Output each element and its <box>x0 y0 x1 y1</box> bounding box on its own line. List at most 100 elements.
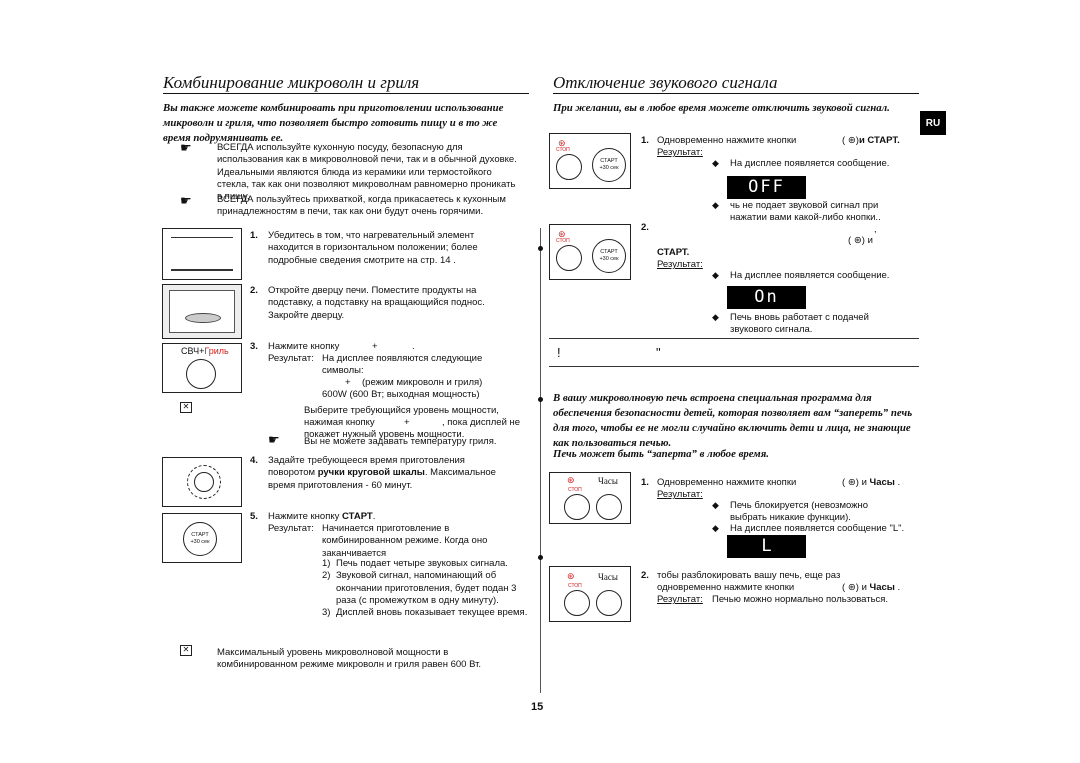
step5-press-line: Нажмите кнопку СТАРТ. <box>268 511 376 522</box>
stop-icon: ⊛ <box>847 477 856 488</box>
step-number: 1. <box>641 477 649 488</box>
stop-icon: ⊛ <box>558 229 566 239</box>
right-section-title: Отключение звукового сигнала <box>553 73 778 92</box>
result-label: Результат: <box>657 489 703 500</box>
left-intro: Вы также можете комбинировать при пригот… <box>163 102 504 144</box>
step-number: 4. <box>250 455 258 466</box>
start-button-sub: +30 сек <box>190 539 210 545</box>
clock-button[interactable] <box>596 494 622 520</box>
step5-start-label: СТАРТ <box>342 511 373 522</box>
child-lock-intro: В вашу микроволновую печь встроена специ… <box>553 392 913 449</box>
beep-s1-msg: На дисплее появляется сообщение. <box>730 158 890 169</box>
step2-text: Откройте дверцу печи. Поместите продукты… <box>268 285 485 321</box>
lock-s2-dot: . <box>897 582 901 593</box>
stop-button[interactable] <box>564 494 590 520</box>
step-number: 2. <box>641 570 649 581</box>
beep-s2-comma: , <box>874 224 877 235</box>
step4-text-c: . Максимальное время приготовления - 60 … <box>268 467 496 491</box>
divider-dot <box>538 246 543 251</box>
start-button-label: СТАРТ <box>191 531 209 538</box>
combo-button[interactable] <box>186 359 216 389</box>
sub-item: 1)Печь подает четыре звуковых сигнала. <box>322 558 508 569</box>
lock-s2-clock: Часы <box>869 582 895 593</box>
max-power-note: Максимальный уровень микроволновой мощно… <box>217 647 482 671</box>
fragment-exclaim: ! <box>557 345 561 360</box>
start-button-label: СТАРТ <box>600 248 618 255</box>
beep-s1-buttons: ( ⊛)и СТАРТ. <box>842 135 900 146</box>
tip-grill-temp: Вы не можете задавать температуру гриля. <box>304 436 497 447</box>
stop-icon: ⊛ <box>567 571 575 581</box>
result-label: Результат: <box>657 594 703 605</box>
hand-note-icon: ☛ <box>268 432 280 447</box>
stop-icon: ⊛ <box>847 135 856 146</box>
stop-button[interactable] <box>556 245 582 271</box>
step-number: 1. <box>641 135 649 146</box>
heating-element-illustration <box>162 228 242 280</box>
beep-s2-buttons: ( ⊛) и <box>848 235 873 246</box>
step3-result-label: Результат: <box>268 353 314 364</box>
sub-item-text: Звуковой сигнал, напоминающий об окончан… <box>336 570 517 607</box>
hand-note-icon: ☛ <box>180 193 192 208</box>
clock-label: Часы <box>598 476 618 486</box>
display-on: On <box>727 286 806 309</box>
stop-button[interactable] <box>556 154 582 180</box>
lock-s2-text: тобы разблокировать вашу печь, еще раз о… <box>657 570 841 594</box>
dial-illustration <box>162 457 242 507</box>
column-divider <box>540 228 541 693</box>
separator-rule <box>549 338 919 339</box>
stop-button[interactable] <box>564 590 590 616</box>
start-button-illustration: СТАРТ +30 сек <box>162 513 242 563</box>
step5-result: Начинается приготовление в комбинированн… <box>322 523 488 559</box>
stop-start-illustration: ⊛ СТОП СТАРТ +30 сек <box>549 133 631 189</box>
start-button[interactable]: СТАРТ +30 сек <box>592 148 626 182</box>
step1-text: Убедитесь в том, что нагревательный элем… <box>268 230 478 266</box>
step3-power: 600W (600 Вт; выходная мощность) <box>322 389 480 400</box>
start-button[interactable]: СТАРТ +30 сек <box>183 522 217 556</box>
oven-interior-illustration <box>162 284 242 339</box>
step-number: 5. <box>250 511 258 522</box>
sub-item: 3)Дисплей вновь показывает текущее время… <box>322 607 528 619</box>
step4-dial-label: ручки круговой шкалы <box>317 467 425 479</box>
left-section-title: Комбинирование микроволн и гриля <box>163 73 420 92</box>
stop-label: СТОП <box>568 487 582 493</box>
clock-button[interactable] <box>596 590 622 616</box>
page-number: 15 <box>531 701 544 713</box>
step3-dot: . <box>412 341 415 352</box>
lock-s1-result1: Печь блокируется (невозможно выбрать ник… <box>730 500 869 524</box>
stop-icon: ⊛ <box>847 582 856 593</box>
start-button[interactable]: СТАРТ +30 сек <box>592 239 626 273</box>
stop-label: СТОП <box>568 583 582 589</box>
display-lock: L <box>727 535 806 558</box>
step3-mode: (режим микроволн и гриля) <box>362 377 483 388</box>
sub-item-text: Печь подает четыре звуковых сигнала. <box>336 558 508 569</box>
lock-s1-result2: На дисплее появляется сообщение "L". <box>730 523 905 534</box>
stop-clock-illustration: ⊛ Часы СТОП <box>549 472 631 524</box>
stop-label: СТОП <box>556 147 570 153</box>
step5-press: Нажмите кнопку <box>268 511 340 522</box>
hand-note-icon: ☛ <box>180 140 192 155</box>
combo-label-micro: СВЧ+ <box>181 346 205 356</box>
step3-press: Нажмите кнопку <box>268 341 340 352</box>
step-number: 2. <box>250 285 258 296</box>
tip-power-c: , пока дисплей не <box>442 417 521 428</box>
diamond-bullet: ◆ <box>712 270 719 280</box>
lock-s2-and: и <box>861 582 867 593</box>
language-badge: RU <box>920 111 946 135</box>
lock-s1-and: и <box>861 477 867 488</box>
stop-icon: ⊛ <box>567 475 575 485</box>
step-number: 3. <box>250 341 258 352</box>
divider-dot <box>538 555 543 560</box>
tip-icon: ✕ <box>180 402 192 413</box>
sub-item: 2)Звуковой сигнал, напоминающий об оконч… <box>322 570 532 607</box>
clock-label: Часы <box>598 572 618 582</box>
step4-text: Задайте требующееся время приготовления … <box>268 455 508 492</box>
sub-list: 1)Печь подает четыре звуковых сигнала. 2… <box>322 558 532 620</box>
lock-s2-result: Печью можно нормально пользоваться. <box>712 594 889 605</box>
fragment-quote: " <box>656 345 661 360</box>
tip-power-d: покажет нужный уровень мощности. <box>304 429 465 440</box>
tip-power-plus: + <box>404 417 410 428</box>
note-cookware: ВСЕГДА используйте кухонную посуду, безо… <box>217 142 517 203</box>
diamond-bullet: ◆ <box>712 312 719 322</box>
diamond-bullet: ◆ <box>712 500 719 510</box>
lock-s1-text: Одновременно нажмите кнопки <box>657 477 797 488</box>
